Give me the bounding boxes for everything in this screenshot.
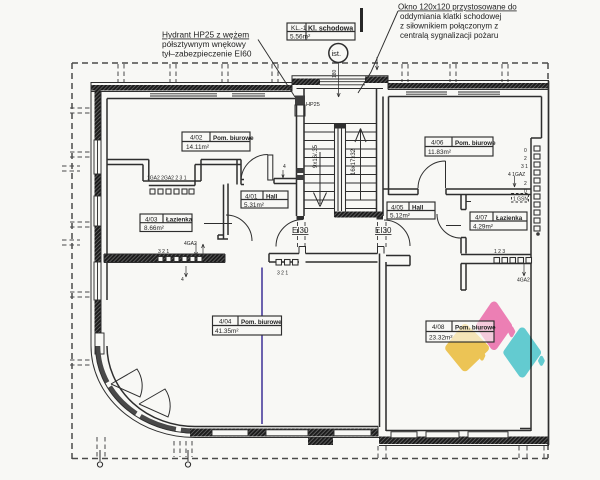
svg-text:Pom. biurowe: Pom. biurowe [455, 140, 496, 147]
svg-text:4.29m²: 4.29m² [473, 224, 493, 231]
svg-text:4: 4 [283, 164, 286, 170]
svg-text:4/06: 4/06 [431, 140, 444, 147]
svg-text:0: 0 [524, 189, 527, 195]
svg-text:EI30: EI30 [375, 226, 392, 235]
svg-text:4GA2: 4GA2 [184, 241, 197, 247]
svg-text:5.31m²: 5.31m² [244, 202, 264, 209]
svg-text:Łazienka: Łazienka [496, 215, 523, 222]
svg-text:4/07: 4/07 [475, 215, 488, 222]
svg-text:23.32m²: 23.32m² [429, 335, 452, 342]
svg-text:4/03: 4/03 [145, 217, 158, 224]
svg-text:tył–zabezpieczenie EI60: tył–zabezpieczenie EI60 [162, 49, 252, 59]
svg-text:Pom. biurowe: Pom. biurowe [241, 319, 282, 326]
svg-text:8.66m²: 8.66m² [144, 225, 164, 232]
svg-text:5.56m²: 5.56m² [290, 34, 311, 41]
svg-text:4/04: 4/04 [219, 319, 232, 326]
svg-text:Kl. schodowa: Kl. schodowa [308, 26, 353, 33]
svg-text:ist.: ist. [332, 49, 342, 58]
svg-text:centralą sygnalizacji pożaru: centralą sygnalizacji pożaru [400, 31, 498, 40]
svg-text:2: 2 [524, 156, 527, 162]
svg-text:półsztywnym wnękowy: półsztywnym wnękowy [162, 39, 247, 49]
svg-text:4GA2: 4GA2 [517, 278, 530, 284]
svg-text:4/08: 4/08 [432, 324, 445, 331]
svg-text:HP25: HP25 [306, 102, 320, 108]
svg-text:Łazienka: Łazienka [166, 217, 193, 224]
svg-text:0: 0 [524, 148, 527, 154]
svg-text:KL.-1: KL.-1 [291, 25, 307, 32]
svg-text:4/05: 4/05 [391, 205, 404, 212]
svg-text:Hall: Hall [266, 194, 278, 201]
svg-text:Hall: Hall [412, 205, 424, 212]
svg-text:4 1GAZ: 4 1GAZ [508, 172, 525, 178]
svg-text:3 1: 3 1 [521, 164, 528, 170]
svg-text:z siłownikiem połączonym z: z siłownikiem połączonym z [400, 22, 498, 31]
svg-text:1GA2 2GA2 2 3 1: 1GA2 2GA2 2 3 1 [147, 176, 187, 182]
svg-text:EI30: EI30 [292, 226, 309, 235]
svg-text:Okno 120x120 przystosowane do: Okno 120x120 przystosowane do [398, 3, 517, 12]
svg-text:9x16/.35: 9x16/.35 [313, 144, 319, 168]
svg-text:11.83m²: 11.83m² [428, 149, 451, 156]
svg-text:2: 2 [524, 181, 527, 187]
svg-text:4: 4 [181, 277, 184, 283]
svg-text:3 2 1: 3 2 1 [158, 249, 169, 255]
svg-text:1 GSN: 1 GSN [513, 197, 528, 203]
svg-text:1 2 3: 1 2 3 [494, 249, 505, 255]
svg-text:Pom. biurowe: Pom. biurowe [455, 325, 496, 332]
svg-text:Hydrant HP25 z wężem: Hydrant HP25 z wężem [162, 30, 249, 40]
svg-text:3 2 1: 3 2 1 [277, 271, 288, 277]
svg-text:4/02: 4/02 [190, 135, 203, 142]
svg-text:41.35m²: 41.35m² [215, 328, 238, 335]
svg-text:Pom. biurowe: Pom. biurowe [213, 135, 254, 142]
svg-text:4/01: 4/01 [245, 194, 258, 201]
svg-text:5.12m²: 5.12m² [390, 213, 410, 220]
svg-text:180: 180 [332, 69, 338, 78]
svg-text:14.11m²: 14.11m² [186, 144, 209, 151]
svg-text:oddymiania klatki schodowej: oddymiania klatki schodowej [400, 12, 502, 21]
svg-text:16x17x32: 16x17x32 [351, 148, 357, 175]
